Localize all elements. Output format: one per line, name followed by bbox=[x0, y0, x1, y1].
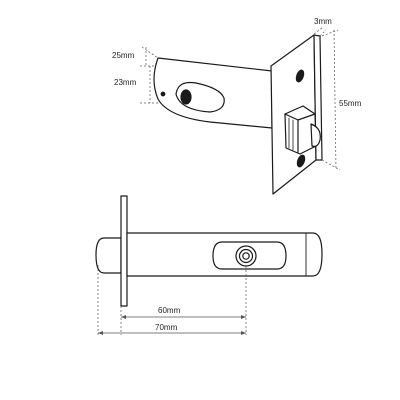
front-plate-side bbox=[120, 195, 128, 307]
dim-label-70mm: 70mm bbox=[155, 323, 178, 332]
body-slot bbox=[175, 81, 225, 113]
latch-bolt-tip bbox=[310, 123, 321, 147]
plate-screw-hole-bottom bbox=[296, 154, 306, 168]
side-slot bbox=[212, 241, 287, 270]
plate-screw-hole-top bbox=[295, 69, 305, 83]
dim-label-60mm: 60mm bbox=[158, 306, 181, 315]
spindle-hub-inner bbox=[242, 252, 250, 260]
latch-body-top bbox=[153, 57, 273, 129]
latch-body-side bbox=[126, 232, 323, 277]
dim-label-23mm: 23mm bbox=[114, 78, 137, 87]
dim-label-3mm: 3mm bbox=[314, 17, 332, 26]
body-small-hole bbox=[160, 91, 166, 97]
body-hole bbox=[180, 89, 192, 105]
dim-label-25mm: 25mm bbox=[112, 51, 135, 60]
body-end-cap bbox=[95, 237, 122, 274]
spindle-hub-mid bbox=[238, 248, 254, 264]
dim-label-55mm: 55mm bbox=[339, 99, 362, 108]
